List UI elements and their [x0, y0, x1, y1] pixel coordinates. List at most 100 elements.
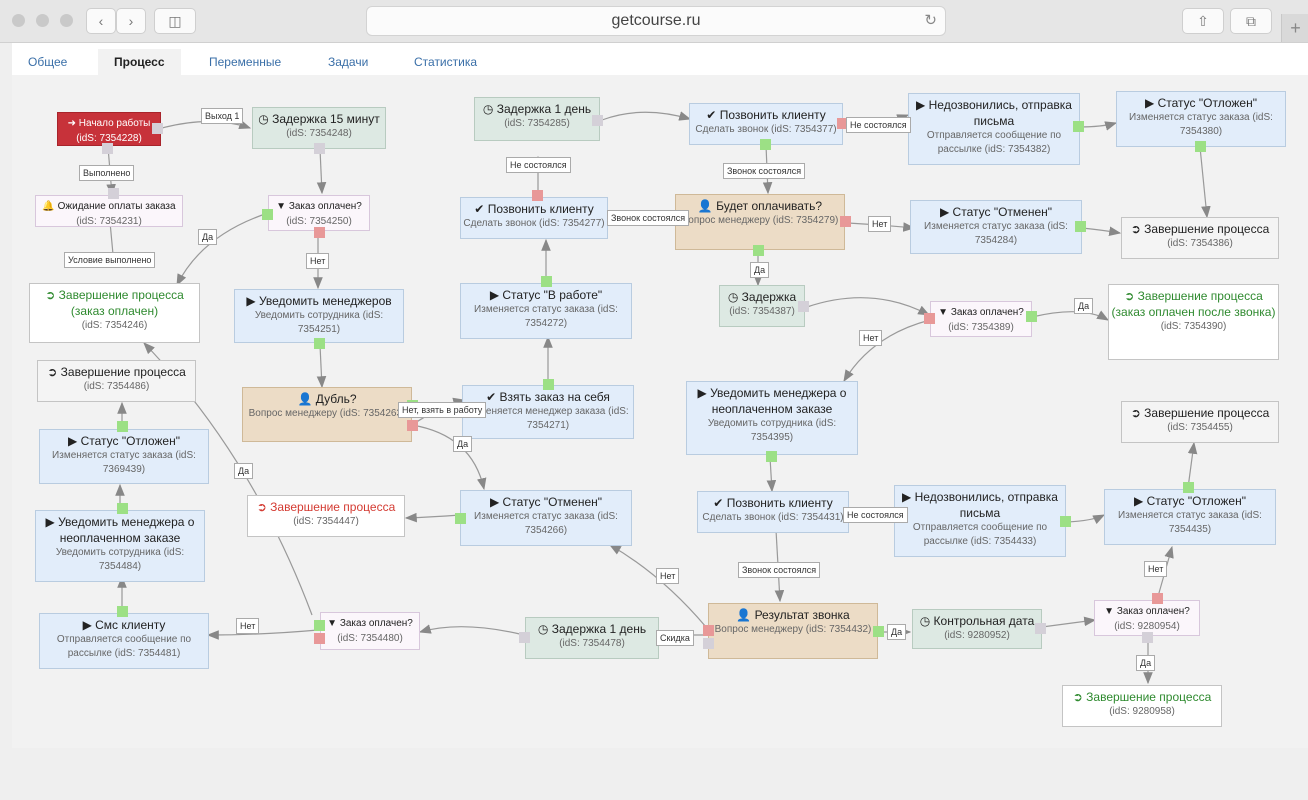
node-delay-387[interactable]: ◷ Задержка (idS: 7354387) — [719, 285, 805, 327]
node-delay-478[interactable]: ◷ Задержка 1 день (idS: 7354478) — [525, 617, 659, 659]
port[interactable] — [1035, 623, 1046, 634]
process-canvas[interactable]: ➜ Начало работы (idS: 7354228) 🔔 Ожидани… — [12, 75, 1308, 748]
address-bar[interactable]: getcourse.ru ↻ — [366, 6, 946, 36]
port[interactable] — [532, 190, 543, 201]
port[interactable] — [1075, 221, 1086, 232]
port[interactable] — [314, 227, 325, 238]
node-sms-481[interactable]: ▶ Смс клиенту Отправляется сообщение по … — [39, 613, 209, 669]
port[interactable] — [117, 606, 128, 617]
node-filter-480[interactable]: ▼ Заказ оплачен? (idS: 7354480) — [320, 612, 420, 650]
node-notify-251[interactable]: ▶ Уведомить менеджеров Уведомить сотрудн… — [234, 289, 404, 343]
node-question-432[interactable]: 👤 Результат звонка Вопрос менеджеру (idS… — [708, 603, 878, 659]
node-status-272[interactable]: ▶ Статус "В работе" Изменяется статус за… — [460, 283, 632, 339]
minimize-window-button[interactable] — [36, 14, 49, 27]
port[interactable] — [1142, 632, 1153, 643]
sign-out-icon: ➲ — [256, 500, 267, 514]
port[interactable] — [541, 276, 552, 287]
port[interactable] — [798, 301, 809, 312]
node-filter-250[interactable]: ▼ Заказ оплачен? (idS: 7354250) — [268, 195, 370, 231]
node-notify-395[interactable]: ▶ Уведомить менеджера о неоплаченном зак… — [686, 381, 858, 455]
node-notify-484[interactable]: ▶ Уведомить менеджера о неоплаченном зак… — [35, 510, 205, 582]
tab-statistics[interactable]: Статистика — [414, 55, 478, 69]
node-mail-382[interactable]: ▶ Недозвонились, отправка письма Отправл… — [908, 93, 1080, 165]
node-status-439[interactable]: ▶ Статус "Отложен" Изменяется статус зак… — [39, 429, 209, 484]
port[interactable] — [760, 139, 771, 150]
port[interactable] — [102, 143, 113, 154]
node-filter-389[interactable]: ▼ Заказ оплачен? (idS: 7354389) — [930, 301, 1032, 337]
node-take-271[interactable]: ✔ Взять заказ на себя Изменяется менедже… — [462, 385, 634, 439]
node-end-447[interactable]: ➲ Завершение процесса (idS: 7354447) — [247, 495, 405, 537]
port[interactable] — [543, 379, 554, 390]
port[interactable] — [703, 625, 714, 636]
node-end-486[interactable]: ➲ Завершение процесса (idS: 7354486) — [37, 360, 196, 402]
port[interactable] — [1073, 121, 1084, 132]
port[interactable] — [873, 626, 884, 637]
node-question-279[interactable]: 👤 Будет оплачивать? Вопрос менеджеру (id… — [675, 194, 845, 250]
port[interactable] — [924, 313, 935, 324]
port[interactable] — [519, 632, 530, 643]
node-status-380[interactable]: ▶ Статус "Отложен" Изменяется статус зак… — [1116, 91, 1286, 147]
tab-tasks[interactable]: Задачи — [328, 55, 369, 69]
port[interactable] — [1152, 593, 1163, 604]
port[interactable] — [766, 451, 777, 462]
tab-process[interactable]: Процесс — [98, 49, 181, 75]
clock-icon: ◷ — [727, 290, 739, 304]
filter-icon: ▼ — [327, 618, 338, 629]
port[interactable] — [407, 420, 418, 431]
port[interactable] — [117, 421, 128, 432]
node-delay-285[interactable]: ◷ Задержка 1 день (idS: 7354285) — [474, 97, 600, 141]
node-end-246[interactable]: ➲ Завершение процесса (заказ оплачен) (i… — [29, 283, 200, 343]
port[interactable] — [152, 123, 163, 134]
port[interactable] — [314, 338, 325, 349]
node-control-date-952[interactable]: ◷ Контрольная дата (idS: 9280952) — [912, 609, 1042, 649]
port[interactable] — [108, 188, 119, 199]
port[interactable] — [592, 115, 603, 126]
port[interactable] — [314, 633, 325, 644]
node-call-377[interactable]: ✔ Позвонить клиенту Сделать звонок (idS:… — [689, 103, 843, 145]
port[interactable] — [703, 638, 714, 649]
port[interactable] — [753, 245, 764, 256]
port[interactable] — [840, 216, 851, 227]
node-sub: Отправляется сообщение по рассылке (idS:… — [56, 634, 192, 659]
node-wait-payment[interactable]: 🔔 Ожидание оплаты заказа (idS: 7354231) — [35, 195, 183, 227]
port[interactable] — [455, 513, 466, 524]
forward-button[interactable]: › — [116, 8, 146, 34]
node-status-435[interactable]: ▶ Статус "Отложен" Изменяется статус зак… — [1104, 489, 1276, 545]
node-end-390[interactable]: ➲ Завершение процесса (заказ оплачен пос… — [1108, 284, 1279, 360]
tab-general[interactable]: Общее — [28, 55, 68, 69]
port[interactable] — [262, 209, 273, 220]
node-status-284[interactable]: ▶ Статус "Отменен" Изменяется статус зак… — [910, 200, 1082, 254]
port[interactable] — [1195, 141, 1206, 152]
node-delay-15[interactable]: ◷ Задержка 15 минут (idS: 7354248) — [252, 107, 386, 149]
node-question-263[interactable]: 👤 Дубль? Вопрос менеджеру (idS: 7354263) — [242, 387, 412, 442]
maximize-window-button[interactable] — [60, 14, 73, 27]
node-mail-433[interactable]: ▶ Недозвонились, отправка письма Отправл… — [894, 485, 1066, 557]
node-sub: (idS: 7354228) — [76, 133, 142, 144]
node-status-266[interactable]: ▶ Статус "Отменен" Изменяется статус зак… — [460, 490, 632, 546]
port[interactable] — [837, 118, 848, 129]
edge-label-not-happened: Не состоялся — [843, 507, 908, 523]
node-call-277[interactable]: ✔ Позвонить клиенту Сделать звонок (idS:… — [460, 197, 608, 239]
node-end-386[interactable]: ➲ Завершение процесса (idS: 7354386) — [1121, 217, 1279, 259]
port[interactable] — [314, 620, 325, 631]
edge-label-yes: Да — [198, 229, 218, 245]
node-start[interactable]: ➜ Начало работы (idS: 7354228) — [57, 112, 161, 146]
reload-icon[interactable]: ↻ — [924, 12, 937, 29]
tabs-overview-button[interactable]: ⧉ — [1230, 8, 1272, 34]
port[interactable] — [314, 143, 325, 154]
node-end-958[interactable]: ➲ Завершение процесса (idS: 9280958) — [1062, 685, 1222, 727]
port[interactable] — [1026, 311, 1037, 322]
node-call-431[interactable]: ✔ Позвонить клиенту Сделать звонок (idS:… — [697, 491, 849, 533]
port[interactable] — [1183, 482, 1194, 493]
close-window-button[interactable] — [12, 14, 25, 27]
edge-status266-end447 — [404, 512, 461, 523]
node-filter-954[interactable]: ▼ Заказ оплачен? (idS: 9280954) — [1094, 600, 1200, 636]
tab-variables[interactable]: Переменные — [209, 55, 282, 69]
new-tab-button[interactable]: + — [1281, 14, 1308, 42]
port[interactable] — [117, 503, 128, 514]
port[interactable] — [1060, 516, 1071, 527]
share-button[interactable]: ⇧ — [1182, 8, 1224, 34]
sidebar-toggle-button[interactable]: ◫ — [154, 8, 196, 34]
back-button[interactable]: ‹ — [86, 8, 116, 34]
node-end-455[interactable]: ➲ Завершение процесса (idS: 7354455) — [1121, 401, 1279, 443]
